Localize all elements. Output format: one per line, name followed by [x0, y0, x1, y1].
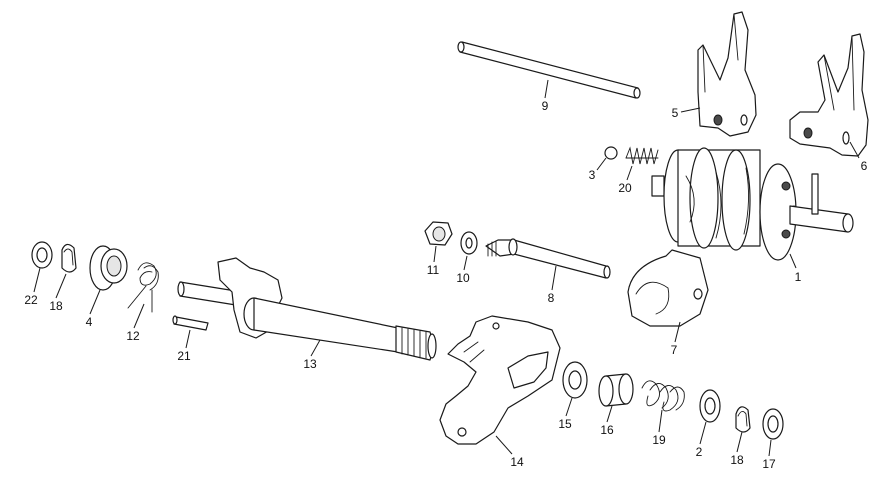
part-4-bushing	[89, 245, 128, 291]
callout-4: 4	[86, 315, 93, 329]
part-7-cam	[627, 249, 709, 327]
callout-14: 14	[510, 455, 524, 469]
callout-10: 10	[456, 271, 470, 285]
part-18-circlip-right	[735, 406, 751, 433]
part-6-shift-fork	[789, 33, 869, 157]
callout-12: 12	[126, 329, 140, 343]
callout-20: 20	[618, 181, 632, 195]
callout-22: 22	[24, 293, 38, 307]
part-12-return-spring	[127, 262, 159, 313]
part-15-washer	[562, 361, 588, 399]
callout-15: 15	[558, 417, 572, 431]
part-22-washer	[31, 241, 53, 269]
part-2-washer	[699, 389, 721, 423]
part-14-selector-plate	[439, 315, 561, 445]
callout-2: 2	[696, 445, 703, 459]
callout-5: 5	[672, 106, 679, 120]
callout-13: 13	[303, 357, 317, 371]
callout-11: 11	[427, 263, 440, 277]
callout-18-right: 18	[730, 453, 744, 467]
part-19-spring	[641, 380, 685, 412]
callout-8: 8	[548, 291, 555, 305]
part-1-shift-drum	[651, 147, 854, 261]
part-16-bush	[598, 373, 634, 407]
part-11-nut	[424, 221, 453, 246]
part-5-shift-fork	[697, 11, 757, 137]
part-10-washer	[460, 231, 478, 255]
part-20-spring	[625, 146, 659, 165]
callout-3: 3	[589, 168, 596, 182]
callout-1: 1	[795, 270, 802, 284]
part-13-shift-shaft	[177, 257, 437, 361]
callout-7: 7	[671, 343, 678, 357]
callout-6: 6	[861, 159, 868, 173]
part-21-pin	[172, 315, 209, 331]
part-17-washer	[762, 408, 784, 440]
callout-17: 17	[762, 457, 776, 471]
leader-lines	[33, 79, 860, 457]
callout-18-left: 18	[49, 299, 63, 313]
part-3-ball	[604, 146, 618, 160]
part-9-rod	[457, 41, 641, 99]
callout-labels: 9 5 6 3 20 1 11 10 8 7 22 18 4 12 21 13 …	[24, 99, 867, 471]
callout-19: 19	[652, 433, 666, 447]
callout-16: 16	[600, 423, 614, 437]
part-18-circlip-left	[61, 243, 77, 273]
callout-21: 21	[177, 349, 191, 363]
callout-9: 9	[542, 99, 549, 113]
part-8-bolt	[485, 238, 611, 279]
